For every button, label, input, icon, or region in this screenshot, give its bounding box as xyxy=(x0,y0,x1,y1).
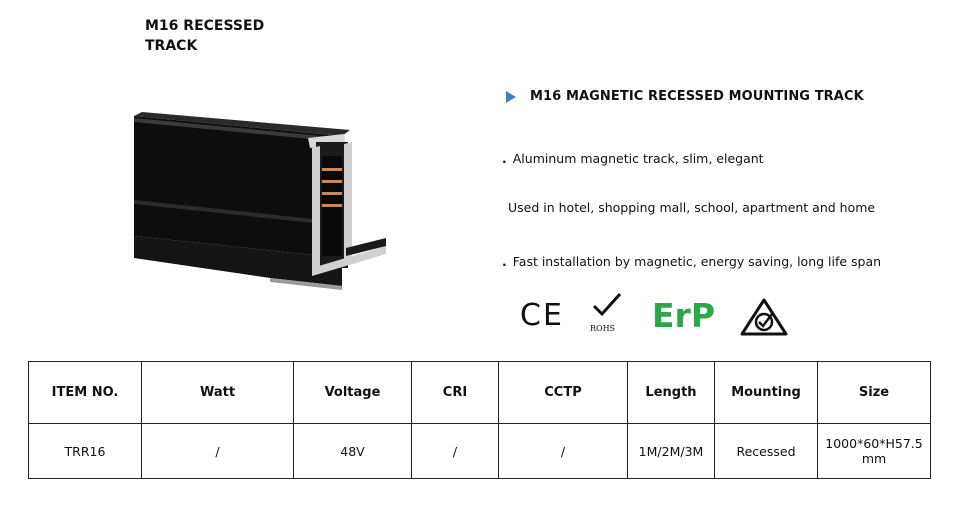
bullet-dot: . xyxy=(502,254,507,269)
certification-logos: CE ROHS ErP xyxy=(520,292,820,340)
cell-item-no: TRR16 xyxy=(28,423,142,479)
erp-logo: ErP xyxy=(652,296,716,335)
cell-watt: / xyxy=(141,423,294,479)
rcm-logo xyxy=(740,298,788,340)
header-cri: CRI xyxy=(411,361,499,424)
rcm-triangle-check-icon xyxy=(740,298,788,336)
header-watt: Watt xyxy=(141,361,294,424)
description-heading-row: M16 MAGNETIC RECESSED MOUNTING TRACK xyxy=(506,89,864,104)
header-mounting: Mounting xyxy=(714,361,818,424)
product-title-line-1: M16 RECESSED xyxy=(145,18,265,34)
header-cctp: CCTP xyxy=(498,361,628,424)
feature-text: Fast installation by magnetic, energy sa… xyxy=(512,254,882,269)
product-title-line-2: TRACK xyxy=(145,38,198,54)
cell-length: 1M/2M/3M xyxy=(627,423,715,479)
spec-table: ITEM NO. Watt Voltage CRI CCTP Length Mo… xyxy=(28,361,931,479)
header-item-no: ITEM NO. xyxy=(28,361,142,424)
feature-item: . Aluminum magnetic track, slim, elegant xyxy=(502,151,764,166)
product-title: M16 RECESSED TRACK xyxy=(145,16,275,56)
header-size: Size xyxy=(817,361,931,424)
feature-text: Aluminum magnetic track, slim, elegant xyxy=(512,151,764,166)
rohs-check-icon xyxy=(592,292,622,317)
rohs-label: ROHS xyxy=(590,324,616,333)
table-header-row: ITEM NO. Watt Voltage CRI CCTP Length Mo… xyxy=(28,361,931,424)
feature-text: Used in hotel, shopping mall, school, ap… xyxy=(508,200,876,215)
track-product-image xyxy=(134,112,386,290)
cell-mounting: Recessed xyxy=(714,423,818,479)
description-heading: M16 MAGNETIC RECESSED MOUNTING TRACK xyxy=(530,89,864,104)
bullet-dot: . xyxy=(502,151,507,166)
cell-cri: / xyxy=(411,423,499,479)
ce-mark-logo: CE xyxy=(520,298,564,333)
table-row: TRR16 / 48V / / 1M/2M/3M Recessed 1000*6… xyxy=(28,423,931,479)
feature-item: Used in hotel, shopping mall, school, ap… xyxy=(508,200,875,215)
feature-item: . Fast installation by magnetic, energy s… xyxy=(502,254,881,269)
cell-cctp: / xyxy=(498,423,628,479)
rohs-logo: ROHS xyxy=(590,292,624,333)
triangle-bullet-icon xyxy=(506,90,516,103)
header-voltage: Voltage xyxy=(293,361,412,424)
cell-voltage: 48V xyxy=(293,423,412,479)
cell-size: 1000*60*H57.5 mm xyxy=(817,423,931,479)
header-length: Length xyxy=(627,361,715,424)
